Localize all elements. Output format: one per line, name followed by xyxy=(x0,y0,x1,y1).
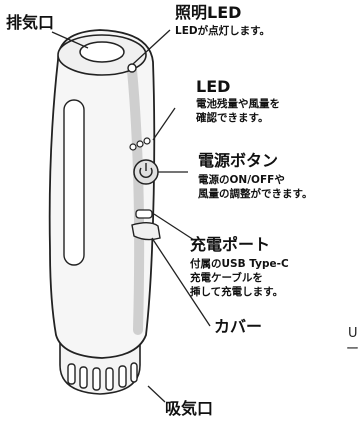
leader-lines xyxy=(51,29,211,403)
led-desc-line2: 確認できます。 xyxy=(196,112,269,124)
side-window xyxy=(63,99,85,266)
charge-port xyxy=(135,209,153,219)
led-indicators xyxy=(129,137,151,151)
port-cover xyxy=(131,222,161,241)
body-shading xyxy=(127,65,145,335)
charge-desc-line1: 付属のUSB Type-C xyxy=(190,258,289,270)
edge-text-line2: ー xyxy=(346,342,359,357)
intake-vents xyxy=(67,362,138,391)
light-led-dot xyxy=(127,63,137,73)
exhaust-title: 排気口 xyxy=(6,13,55,32)
exhaust-opening xyxy=(79,41,125,63)
power-desc-line2: 風量の調整ができます。 xyxy=(198,188,313,200)
charge-title: 充電ポート xyxy=(190,235,271,254)
edge-text-line1: U xyxy=(348,326,358,341)
led-desc-line1: 電池残量や風量を xyxy=(196,98,280,110)
light-led-desc: LEDが点灯します。 xyxy=(175,25,271,37)
charge-desc-line2: 充電ケーブルを xyxy=(190,272,263,284)
cover-title: カバー xyxy=(214,317,263,336)
intake-title: 吸気口 xyxy=(165,399,214,418)
power-button xyxy=(133,159,159,185)
led-title: LED xyxy=(196,77,231,96)
power-desc-line1: 電源のON/OFFや xyxy=(198,174,285,186)
charge-desc-line3: 挿して充電します。 xyxy=(190,286,284,298)
light-led-title: 照明LED xyxy=(175,3,242,22)
power-title: 電源ボタン xyxy=(198,151,279,170)
